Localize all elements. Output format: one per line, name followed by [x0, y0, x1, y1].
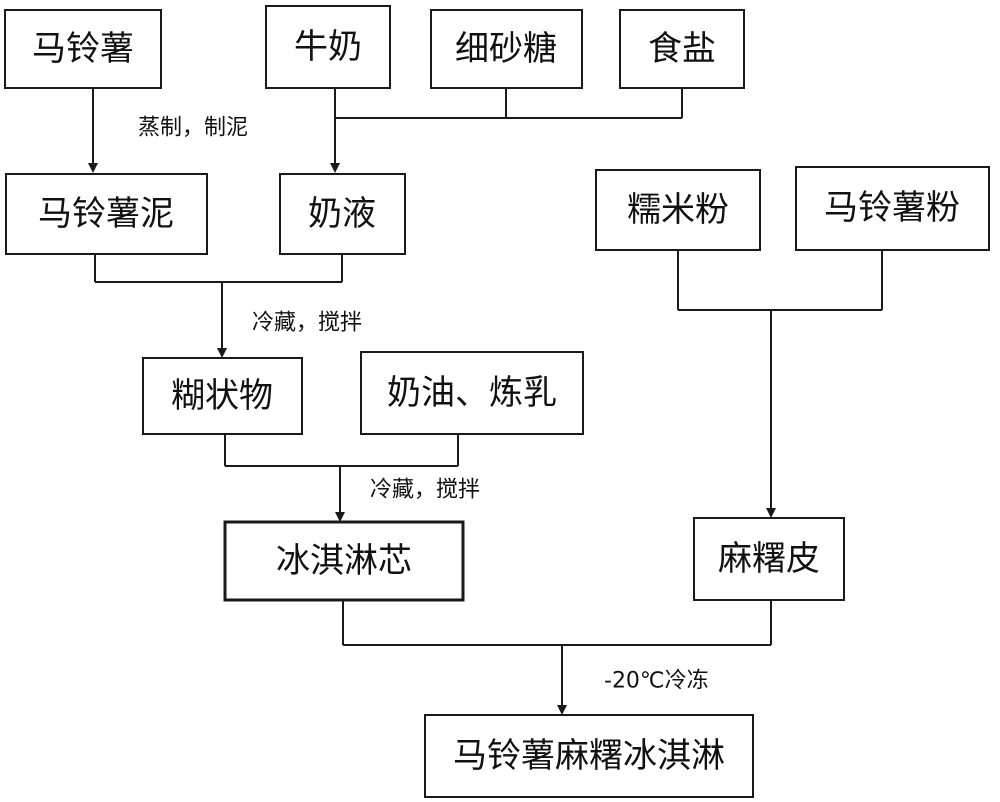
step-refrigerate-stir-1: 冷藏，搅拌 — [252, 311, 362, 336]
arrowhead-to-final — [557, 705, 567, 715]
node-milk: 牛奶 — [265, 5, 391, 89]
node-salt: 食盐 — [619, 9, 745, 89]
node-ice-cream-core-label: 冰淇淋芯 — [276, 541, 412, 581]
node-paste-label: 糊状物 — [171, 376, 273, 416]
node-ice-cream-core: 冰淇淋芯 — [223, 520, 465, 602]
node-potato-flour: 马铃薯粉 — [795, 166, 990, 251]
node-final-product-label: 马铃薯麻糬冰淇淋 — [453, 736, 725, 776]
arrowhead-to-mochi-skin — [766, 508, 776, 518]
node-cream-condensed-milk-label: 奶油、炼乳 — [387, 373, 557, 413]
step-labels: 蒸制，制泥 冷藏，搅拌 冷藏，搅拌 -20℃冷冻 — [138, 116, 709, 694]
node-paste: 糊状物 — [142, 357, 303, 435]
node-final-product: 马铃薯麻糬冰淇淋 — [424, 714, 754, 798]
node-potato-mash: 马铃薯泥 — [5, 173, 208, 255]
arrowhead-to-mash — [88, 163, 98, 173]
node-potato-flour-label: 马铃薯粉 — [824, 188, 960, 228]
connectors — [92, 88, 883, 705]
node-milk-liquid: 奶液 — [279, 173, 406, 255]
step-steam-mash: 蒸制，制泥 — [138, 116, 248, 141]
arrowhead-to-milk-liquid — [330, 163, 340, 173]
step-refrigerate-stir-2: 冷藏，搅拌 — [370, 478, 480, 503]
node-potato-label: 马铃薯 — [32, 29, 134, 69]
node-potato: 马铃薯 — [4, 9, 162, 89]
node-glutinous-rice-flour-label: 糯米粉 — [627, 190, 729, 230]
arrowheads — [88, 163, 776, 715]
node-mochi-skin: 麻糬皮 — [693, 517, 845, 601]
node-fine-sugar: 细砂糖 — [430, 9, 583, 89]
arrowhead-to-core — [335, 512, 345, 522]
node-cream-condensed-milk: 奶油、炼乳 — [360, 351, 584, 435]
node-fine-sugar-label: 细砂糖 — [455, 29, 557, 69]
node-glutinous-rice-flour: 糯米粉 — [595, 169, 761, 251]
node-salt-label: 食盐 — [648, 29, 716, 69]
node-potato-mash-label: 马铃薯泥 — [38, 194, 174, 234]
node-mochi-skin-label: 麻糬皮 — [718, 539, 820, 579]
node-milk-liquid-label: 奶液 — [308, 194, 376, 234]
step-freeze: -20℃冷冻 — [604, 669, 709, 694]
arrowhead-to-paste — [217, 348, 227, 358]
node-milk-label: 牛奶 — [294, 27, 362, 67]
